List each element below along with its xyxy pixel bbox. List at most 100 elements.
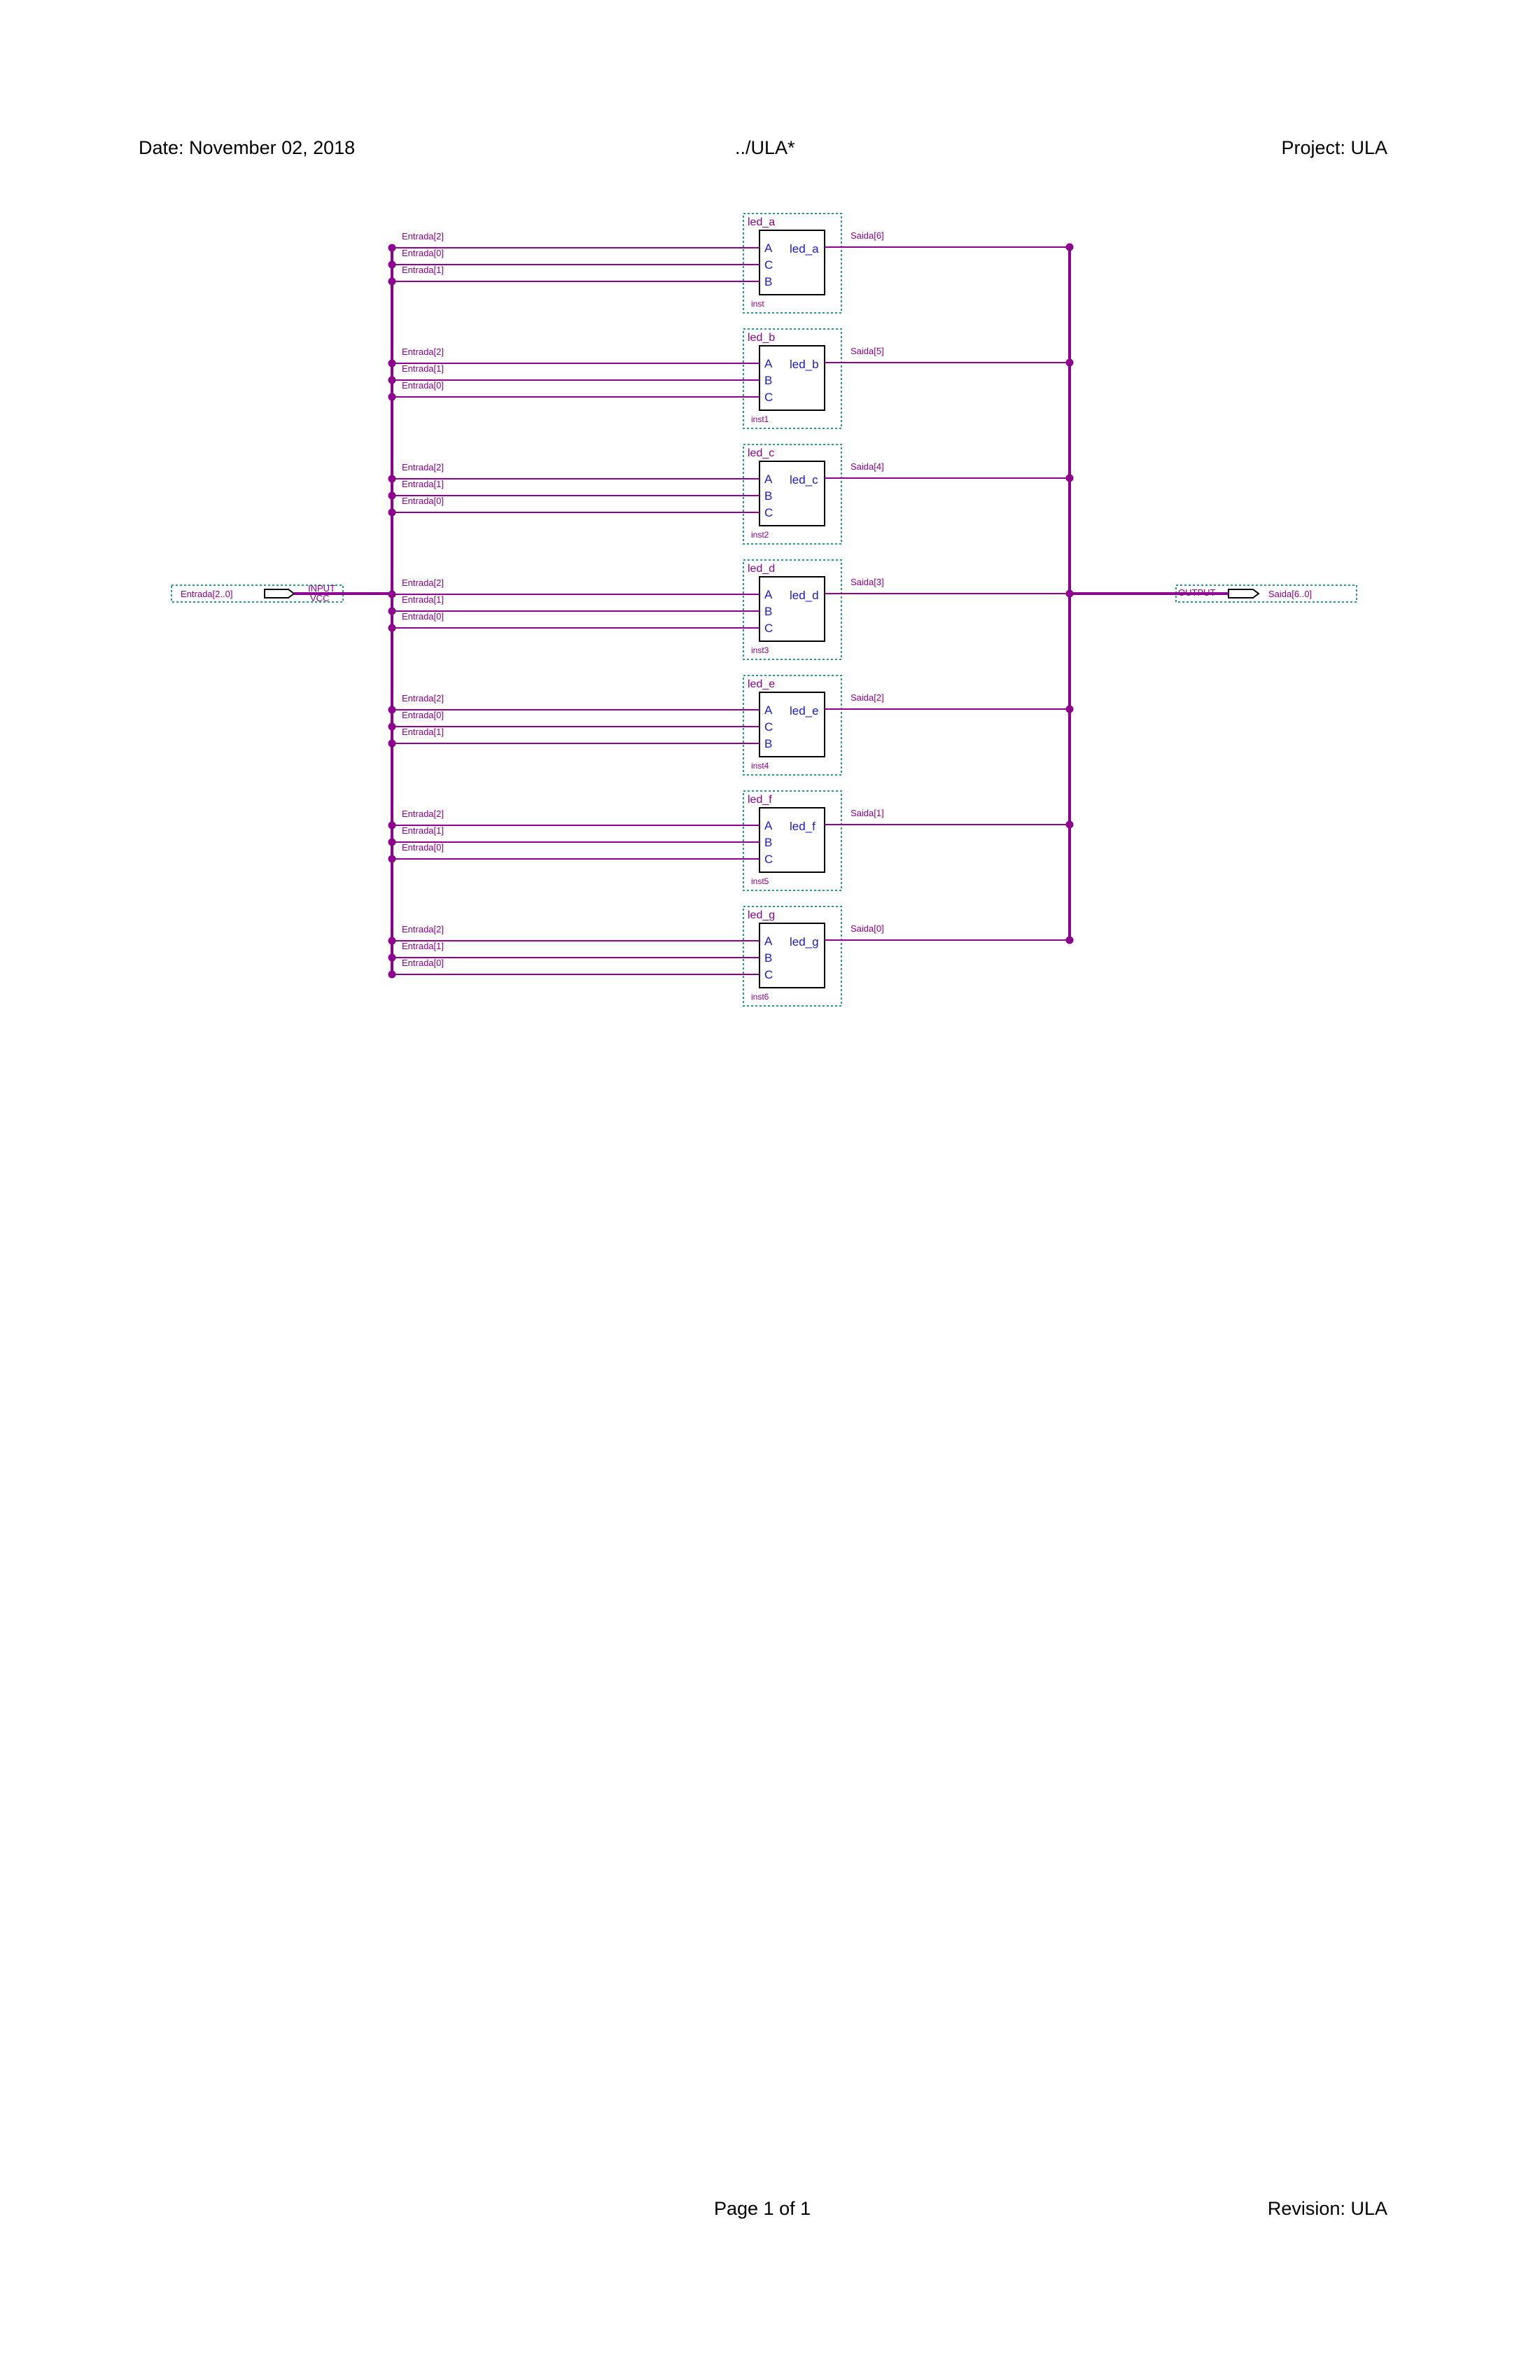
junction-dot	[388, 607, 396, 615]
block-title: led_d	[748, 563, 775, 575]
junction-dot	[388, 491, 396, 500]
junction-dot	[388, 838, 396, 846]
block-frame	[743, 675, 842, 776]
pin-label: A	[764, 819, 773, 832]
instance-label: inst5	[751, 876, 769, 886]
pin-label: B	[764, 951, 772, 965]
input-net-label: Entrada[0]	[402, 842, 444, 853]
junction-dot	[388, 937, 396, 945]
block-body	[759, 230, 825, 295]
junction-dot	[1065, 705, 1074, 713]
junction-dot	[388, 953, 396, 962]
pin-label: C	[764, 968, 773, 981]
input-pin-name: Entrada[2..0]	[181, 589, 232, 599]
input-net-label: Entrada[0]	[402, 710, 444, 720]
pin-label: C	[764, 622, 773, 635]
output-net-label: Saida[6]	[850, 230, 884, 241]
pin-label: A	[764, 934, 773, 948]
pin-label: C	[764, 720, 773, 734]
input-net-label: Entrada[2]	[402, 578, 444, 588]
pin-label: B	[764, 737, 772, 750]
pin-label: C	[764, 258, 773, 272]
junction-dot	[388, 970, 396, 979]
input-net-label: Entrada[1]	[402, 825, 444, 836]
block-title: led_e	[748, 678, 775, 690]
pin-label: A	[764, 357, 773, 370]
pin-label: A	[764, 472, 773, 486]
junction-dot	[388, 508, 396, 517]
junction-dot	[1065, 820, 1074, 829]
header-date: Date: November 02, 2018	[139, 137, 356, 158]
input-net-label: Entrada[1]	[402, 363, 444, 374]
input-net-label: Entrada[0]	[402, 496, 444, 506]
input-pin-arrow	[264, 589, 295, 598]
header-file: ../ULA*	[735, 137, 795, 158]
instance-label: inst4	[751, 761, 769, 771]
input-pin-frame	[171, 584, 344, 603]
input-net-label: Entrada[0]	[402, 958, 444, 968]
block-name: led_a	[790, 242, 819, 255]
instance-label: inst2	[751, 530, 769, 540]
instance-label: inst6	[751, 992, 769, 1002]
pin-label: B	[764, 374, 772, 387]
input-pin-vcc: VCC	[310, 593, 329, 603]
input-net-label: Entrada[2]	[402, 693, 444, 704]
block-title: led_f	[748, 794, 772, 806]
junction-dot	[388, 624, 396, 632]
pin-label: A	[764, 241, 773, 255]
block-title: led_b	[748, 332, 775, 344]
block-name: led_b	[790, 358, 819, 371]
input-net-label: Entrada[2]	[402, 462, 444, 472]
output-net-label: Saida[5]	[850, 346, 884, 356]
footer-revision: Revision: ULA	[1267, 2198, 1387, 2219]
junction-dot	[388, 376, 396, 384]
junction-dot	[1065, 474, 1074, 482]
pin-label: C	[764, 391, 773, 404]
block-body	[759, 923, 825, 988]
junction-dot	[388, 260, 396, 269]
output-net-label: Saida[3]	[850, 577, 884, 587]
input-net-label: Entrada[2]	[402, 924, 444, 934]
block-name: led_g	[790, 935, 819, 948]
block-body	[759, 807, 825, 873]
pin-label: C	[764, 853, 773, 866]
junction-dot	[388, 855, 396, 863]
instance-label: inst	[751, 299, 764, 309]
output-pin-arrow	[1228, 589, 1260, 598]
block-title: led_g	[748, 909, 775, 921]
block-frame	[743, 328, 842, 429]
block-frame	[743, 213, 842, 314]
input-net-label: Entrada[0]	[402, 380, 444, 391]
instance-label: inst3	[751, 645, 769, 655]
input-net-label: Entrada[1]	[402, 727, 444, 737]
junction-dot	[388, 706, 396, 714]
block-title: led_a	[748, 216, 775, 228]
output-net-label: Saida[1]	[850, 808, 884, 818]
block-frame	[743, 906, 842, 1007]
output-net-label: Saida[4]	[850, 461, 884, 472]
output-net-label: Saida[2]	[850, 692, 884, 703]
junction-dot	[388, 393, 396, 401]
pin-label: A	[764, 704, 773, 717]
block-name: led_e	[790, 704, 819, 718]
input-net-label: Entrada[1]	[402, 941, 444, 951]
pin-label: A	[764, 588, 773, 601]
pin-label: B	[764, 275, 772, 288]
pin-label: B	[764, 605, 772, 618]
input-net-label: Entrada[0]	[402, 611, 444, 622]
junction-dot	[1065, 243, 1074, 251]
input-net-label: Entrada[1]	[402, 594, 444, 605]
input-net-label: Entrada[1]	[402, 479, 444, 489]
block-frame	[743, 444, 842, 545]
block-body	[759, 461, 825, 526]
header-project: Project: ULA	[1281, 137, 1387, 158]
junction-dot	[388, 739, 396, 748]
junction-dot	[388, 722, 396, 731]
input-net-label: Entrada[2]	[402, 231, 444, 241]
block-body	[759, 345, 825, 411]
block-name: led_d	[790, 589, 819, 602]
junction-dot	[388, 821, 396, 830]
input-net-label: Entrada[2]	[402, 346, 444, 357]
block-name: led_c	[790, 473, 818, 486]
